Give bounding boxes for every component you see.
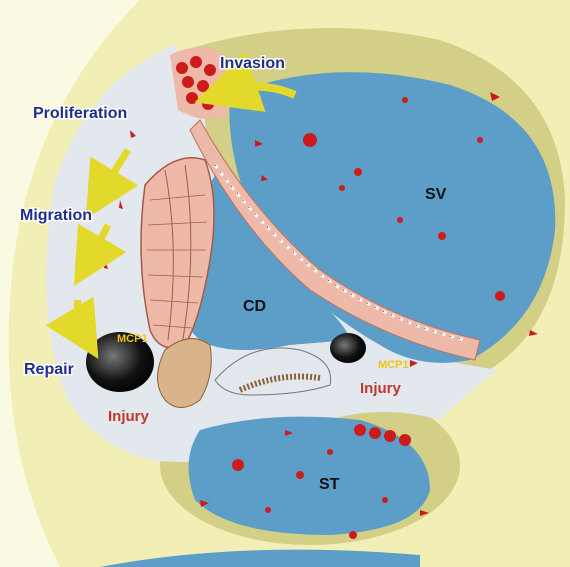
label-mcp1-right: MCP1 (378, 359, 409, 371)
injury-cell-right (330, 333, 366, 363)
label-migration: Migration (20, 207, 92, 224)
label-invasion: Invasion (220, 55, 285, 72)
label-repair: Repair (24, 361, 74, 378)
label-injury-left: Injury (108, 408, 149, 425)
label-sv: SV (425, 186, 447, 203)
label-mcp1-left: MCP1 (117, 333, 148, 345)
label-injury-right: Injury (360, 380, 401, 397)
label-cd: CD (243, 298, 266, 315)
label-proliferation: Proliferation (33, 105, 127, 122)
label-st: ST (319, 476, 340, 493)
